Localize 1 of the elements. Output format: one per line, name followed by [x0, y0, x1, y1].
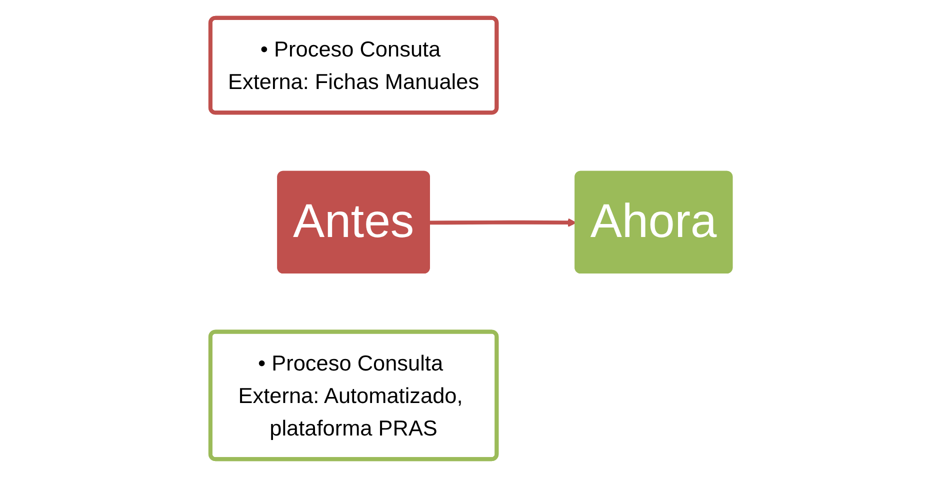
- arrow: [430, 218, 577, 227]
